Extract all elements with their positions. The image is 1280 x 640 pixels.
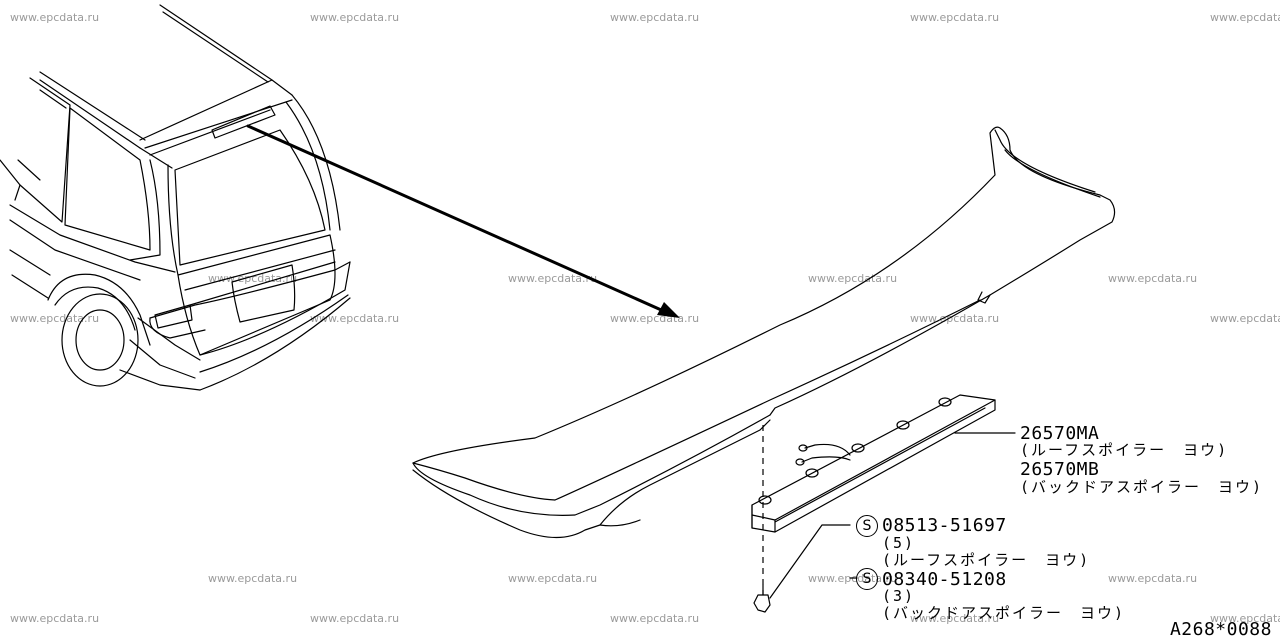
watermark-text: www.epcdata.ru [1210,612,1280,625]
watermark-text: www.epcdata.ru [910,312,1000,325]
screw-description: (バックドアスポイラー ヨウ) [882,604,1126,622]
watermark-text: www.epcdata.ru [310,11,400,24]
part-description: (ルーフスポイラー ヨウ) [1020,441,1229,459]
watermark-text: www.epcdata.ru [910,11,1000,24]
watermark-text: www.epcdata.ru [1108,572,1198,585]
spoiler-illustration [412,126,1116,539]
watermark-text: www.epcdata.ru [10,612,100,625]
watermark-text: www.epcdata.ru [208,272,298,285]
screw-quantity: (5) [882,534,916,552]
watermark-text: www.epcdata.ru [310,312,400,325]
lamp-bracket-illustration [751,394,996,613]
watermark-text: www.epcdata.ru [910,612,1000,625]
screw-quantity: (3) [882,587,916,605]
location-arrow [246,124,680,318]
watermark-text: www.epcdata.ru [1210,11,1280,24]
watermark-text: www.epcdata.ru [1108,272,1198,285]
watermark-text: www.epcdata.ru [610,612,700,625]
screw-symbol: S [856,515,878,537]
screw-number: 08513-51697 [882,515,1007,536]
screw-description: (ルーフスポイラー ヨウ) [882,551,1091,569]
screw-symbol: S [856,568,878,590]
watermark-text: www.epcdata.ru [208,572,298,585]
part-number: 26570MB [1020,459,1100,480]
watermark-text: www.epcdata.ru [508,572,598,585]
screw-number: 08340-51208 [882,569,1007,590]
watermark-text: www.epcdata.ru [508,272,598,285]
part-number: 26570MA [1020,423,1100,444]
watermark-text: www.epcdata.ru [310,612,400,625]
watermark-text: www.epcdata.ru [10,11,100,24]
watermark-text: www.epcdata.ru [1210,312,1280,325]
vehicle-illustration [0,4,351,391]
leader-lines [769,432,1016,599]
watermark-text: www.epcdata.ru [10,312,100,325]
part-description: (バックドアスポイラー ヨウ) [1020,478,1264,496]
diagram-code: A268*0088 [1169,619,1272,640]
watermark-text: www.epcdata.ru [610,11,700,24]
